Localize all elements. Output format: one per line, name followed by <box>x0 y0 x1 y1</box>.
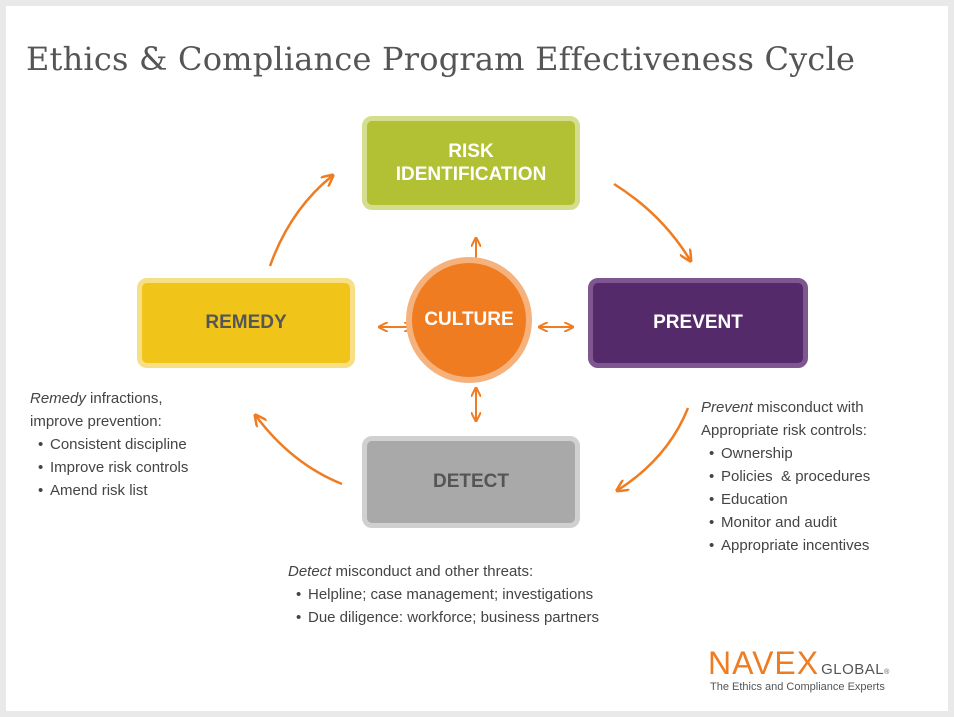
culture-label: CULTURE <box>424 309 514 330</box>
list-item: Due diligence: workforce; business partn… <box>294 606 599 629</box>
culture-node: CULTURE <box>406 257 532 383</box>
list-item: Improve risk controls <box>36 456 188 479</box>
prevent-lead: Prevent misconduct with <box>701 396 870 419</box>
risk-label-line2: IDENTIFICATION <box>395 164 547 185</box>
list-item: Education <box>707 488 870 511</box>
remedy-list: Consistent discipline Improve risk contr… <box>30 433 188 502</box>
prevent-line2: Appropriate risk controls: <box>701 422 867 439</box>
list-item: Ownership <box>707 442 870 465</box>
list-item: Helpline; case management; investigation… <box>294 583 599 606</box>
logo-brand: NAVEX <box>708 645 820 681</box>
prevent-lead-em: Prevent <box>701 399 753 416</box>
prevent-label: PREVENT <box>653 312 743 333</box>
logo-brand-suffix: GLOBAL <box>821 661 885 678</box>
detect-node: DETECT <box>362 436 580 528</box>
list-item: Consistent discipline <box>36 433 188 456</box>
prevent-lead-rest: misconduct with <box>752 399 864 416</box>
risk-identification-node: RISK IDENTIFICATION <box>362 116 580 210</box>
risk-label-line1: RISK <box>448 141 494 162</box>
remedy-lead: Remedy infractions, <box>30 387 188 410</box>
logo-registered: ® <box>884 669 890 676</box>
prevent-description: Prevent misconduct with Appropriate risk… <box>701 396 870 557</box>
remedy-node: REMEDY <box>137 278 355 368</box>
navex-global-logo: NAVEX GLOBAL ® The Ethics and Compliance… <box>708 647 889 693</box>
list-item: Amend risk list <box>36 479 188 502</box>
list-item: Appropriate incentives <box>707 534 870 557</box>
remedy-lead-em: Remedy <box>30 390 86 407</box>
detect-lead: Detect misconduct and other threats: <box>288 560 599 583</box>
arrow-prevent-to-detect <box>618 407 690 490</box>
arrow-detect-to-remedy <box>256 416 343 486</box>
remedy-description: Remedy infractions, improve prevention: … <box>30 387 188 502</box>
logo-tagline: The Ethics and Compliance Experts <box>710 681 885 693</box>
detect-description: Detect misconduct and other threats: Hel… <box>288 560 599 629</box>
remedy-label: REMEDY <box>205 312 287 333</box>
prevent-node: PREVENT <box>588 278 808 368</box>
arrow-remedy-to-risk <box>268 176 332 267</box>
logo-wordmark: NAVEX GLOBAL ® <box>708 647 889 679</box>
arrow-risk-to-prevent <box>613 182 690 260</box>
remedy-lead-rest: infractions, <box>85 390 163 407</box>
remedy-line2: improve prevention: <box>30 413 162 430</box>
page-title: Ethics & Compliance Program Effectivenes… <box>26 40 856 78</box>
detect-label: DETECT <box>433 471 509 492</box>
detect-lead-rest: misconduct and other threats: <box>331 563 534 580</box>
list-item: Monitor and audit <box>707 511 870 534</box>
detect-lead-em: Detect <box>288 563 332 580</box>
detect-list: Helpline; case management; investigation… <box>288 583 599 629</box>
prevent-list: Ownership Policies & procedures Educatio… <box>701 442 870 557</box>
list-item: Policies & procedures <box>707 465 870 488</box>
